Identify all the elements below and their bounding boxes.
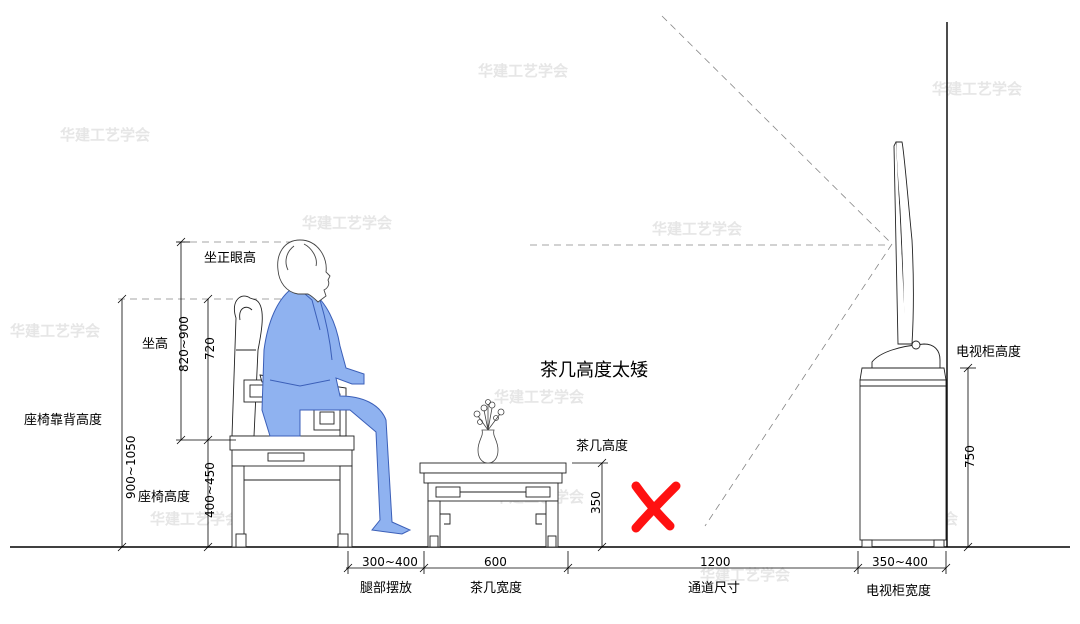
passage-label: 通道尺寸 — [688, 581, 740, 596]
person-head — [277, 239, 331, 303]
eye-height-label: 坐正眼高 — [204, 250, 256, 266]
sitting-height-dim: 820~900 — [177, 316, 191, 372]
sitting-height-label: 坐高 — [142, 336, 168, 352]
red-cross-icon — [631, 481, 681, 533]
tv-cabinet-width-label: 电视柜宽度 — [866, 583, 931, 599]
watermark: 华建工艺学会 — [932, 80, 1022, 98]
seat-height-label: 座椅高度 — [138, 489, 190, 505]
chair-back-height-label: 座椅靠背高度 — [24, 412, 102, 428]
leg-space-dim: 300~400 — [362, 555, 418, 569]
watermark: 华建工艺学会 — [700, 566, 790, 584]
upper-body-dim: 720 — [203, 337, 217, 360]
tv-cabinet-height-dimension — [960, 363, 976, 552]
tv-cabinet-width-dim: 350~400 — [872, 555, 928, 569]
watermark: 华建工艺学会 — [302, 214, 392, 232]
left-dimensions — [117, 237, 236, 552]
coffee-table — [419, 462, 567, 548]
watermark: 华建工艺学会 — [60, 126, 150, 144]
television — [871, 141, 941, 369]
table-width-dim: 600 — [484, 555, 507, 569]
tv-cabinet-height-dim: 750 — [963, 445, 977, 468]
watermark: 华建工艺学会 — [652, 220, 742, 238]
chair-back-dim: 900~1050 — [124, 436, 138, 500]
bottom-dimensions — [343, 551, 951, 574]
watermark: 华建工艺学会 — [494, 388, 584, 406]
seat-height-dim: 400~450 — [203, 462, 217, 518]
tv-cabinet-height-label: 电视柜高度 — [956, 344, 1021, 360]
passage-dim: 1200 — [700, 555, 731, 569]
table-width-label: 茶几宽度 — [470, 580, 522, 596]
table-height-label: 茶几高度 — [576, 438, 628, 454]
flower-vase-icon — [473, 399, 505, 464]
table-height-dimension — [572, 458, 608, 552]
table-height-dim: 350 — [589, 491, 603, 514]
watermark: 华建工艺学会 — [10, 322, 100, 340]
watermark: 华建工艺学会 — [478, 62, 568, 80]
tv-cabinet — [859, 367, 947, 548]
leg-space-label: 腿部摆放 — [360, 581, 412, 596]
watermark: 华建工艺学会 — [150, 510, 240, 528]
seated-person — [261, 287, 412, 535]
diagram-title: 茶几高度太矮 — [540, 360, 648, 381]
